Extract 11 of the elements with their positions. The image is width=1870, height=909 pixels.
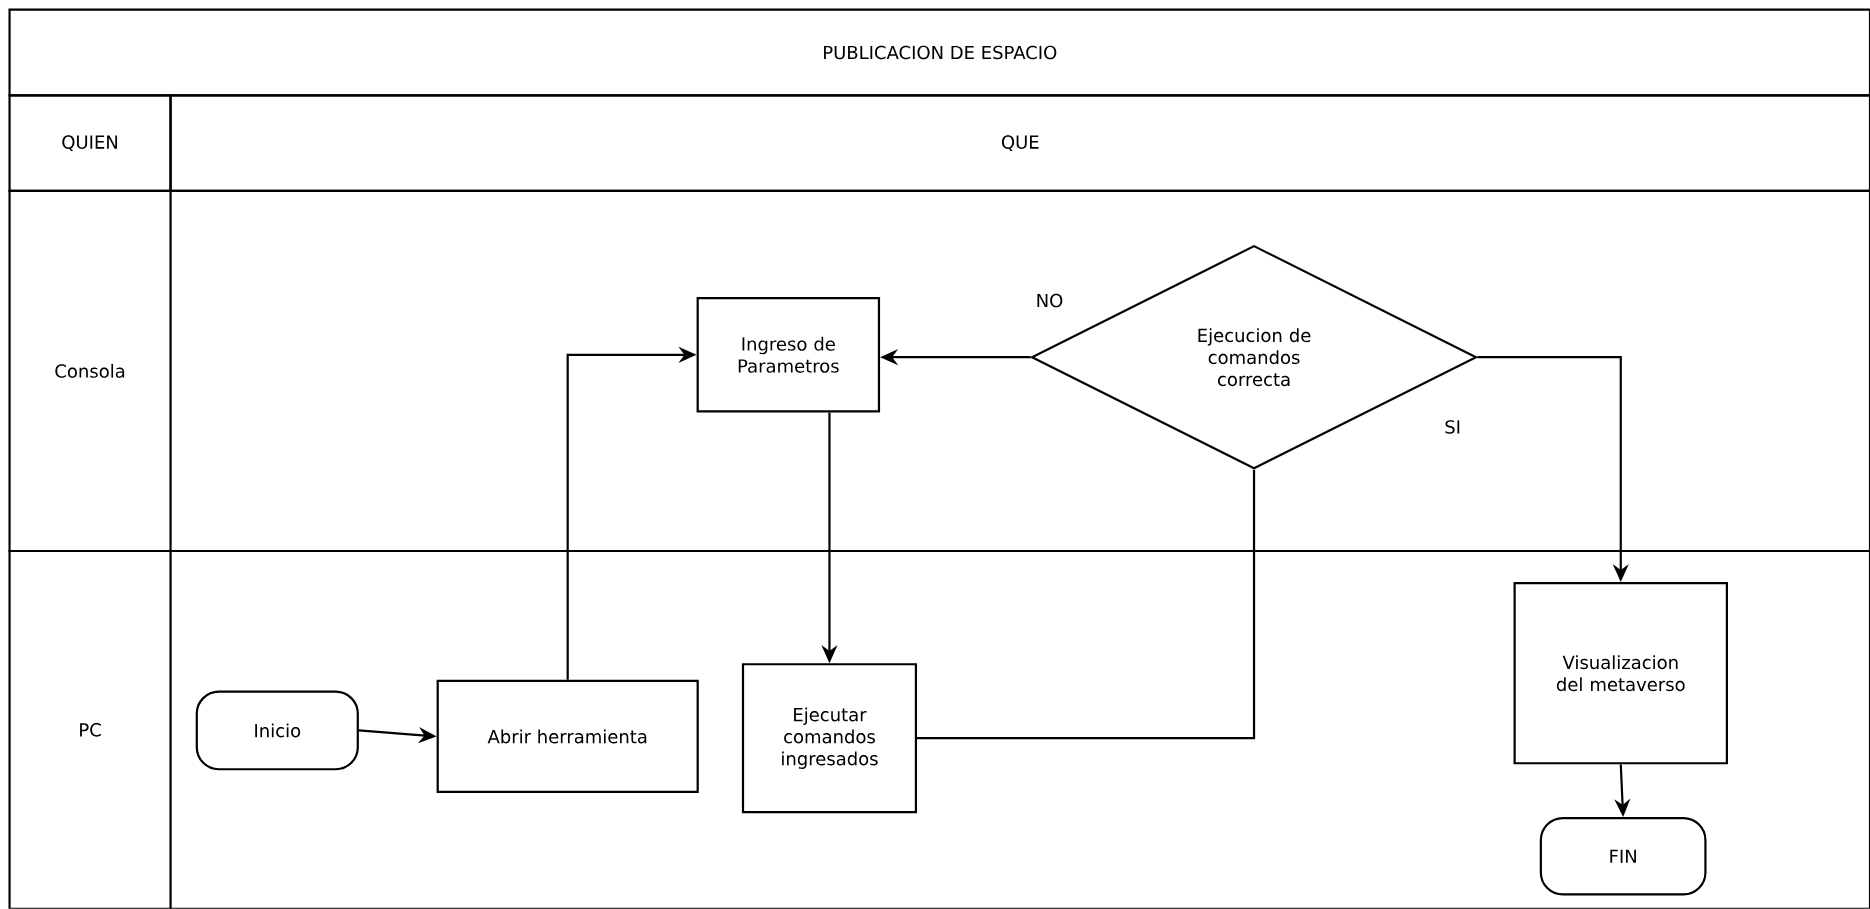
terminal: Inicio <box>195 690 359 771</box>
process-box: Ejecutar comandos ingresados <box>741 663 918 814</box>
process-box: Ingreso de Parametros <box>696 297 881 413</box>
title-band: PUBLICACION DE ESPACIO <box>8 8 1870 97</box>
header-cell: QUIEN <box>8 94 172 193</box>
process-box: Abrir herramienta <box>436 680 699 794</box>
process-box: Visualizacion del metaverso <box>1513 582 1728 765</box>
edge-label: SI <box>1445 420 1460 434</box>
edge-label: NO <box>1037 293 1063 308</box>
terminal: FIN <box>1539 817 1707 896</box>
header-cell: QUE <box>169 94 1870 193</box>
